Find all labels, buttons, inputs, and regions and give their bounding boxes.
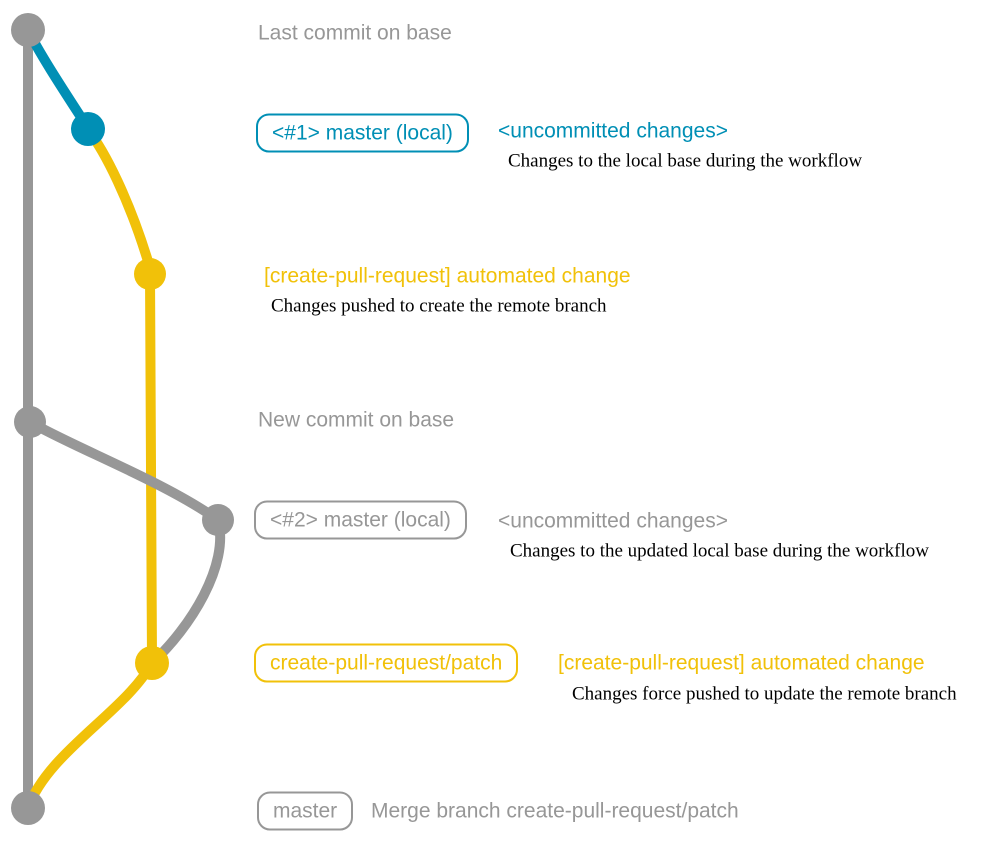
merge-curve xyxy=(23,658,157,813)
commit-dot-new-base xyxy=(14,406,46,438)
commit-dot-local-1 xyxy=(71,112,105,146)
commit-note-patch-2: Changes force pushed to update the remot… xyxy=(572,683,957,705)
commit-note-local-2: Changes to the updated local base during… xyxy=(510,540,929,562)
branch-label-master-local-1: <#1> master (local) xyxy=(256,113,469,153)
commit-message-local-1: <uncommitted changes> xyxy=(498,119,728,143)
commit-message-patch-1: [create-pull-request] automated change xyxy=(264,264,631,288)
patch-branch-line xyxy=(145,269,157,667)
commit-message-merge: Merge branch create-pull-request/patch xyxy=(371,799,739,823)
commit-dot-local-2 xyxy=(202,504,234,536)
commit-dot-last-base xyxy=(11,13,45,47)
local-branch-curve-2 xyxy=(147,515,226,668)
local-branch-line-2 xyxy=(25,417,223,525)
commit-message-patch-2: [create-pull-request] automated change xyxy=(558,651,925,675)
commit-message-new-base: New commit on base xyxy=(258,408,455,432)
commit-dot-merge xyxy=(11,791,45,825)
patch-branch-curve-1 xyxy=(83,125,155,273)
commit-dot-patch-2 xyxy=(135,646,169,680)
commit-note-local-1: Changes to the local base during the wor… xyxy=(508,150,863,172)
commit-message-local-2: <uncommitted changes> xyxy=(498,509,728,533)
commit-message-last-base: Last commit on base xyxy=(258,21,452,45)
local-branch-line-1 xyxy=(23,25,93,133)
branch-label-master-local-2: <#2> master (local) xyxy=(254,500,467,540)
branch-label-master: master xyxy=(257,791,354,831)
branch-label-patch: create-pull-request/patch xyxy=(254,643,519,683)
commit-dot-patch-1 xyxy=(134,258,166,290)
commit-note-patch-1: Changes pushed to create the remote bran… xyxy=(271,295,607,317)
